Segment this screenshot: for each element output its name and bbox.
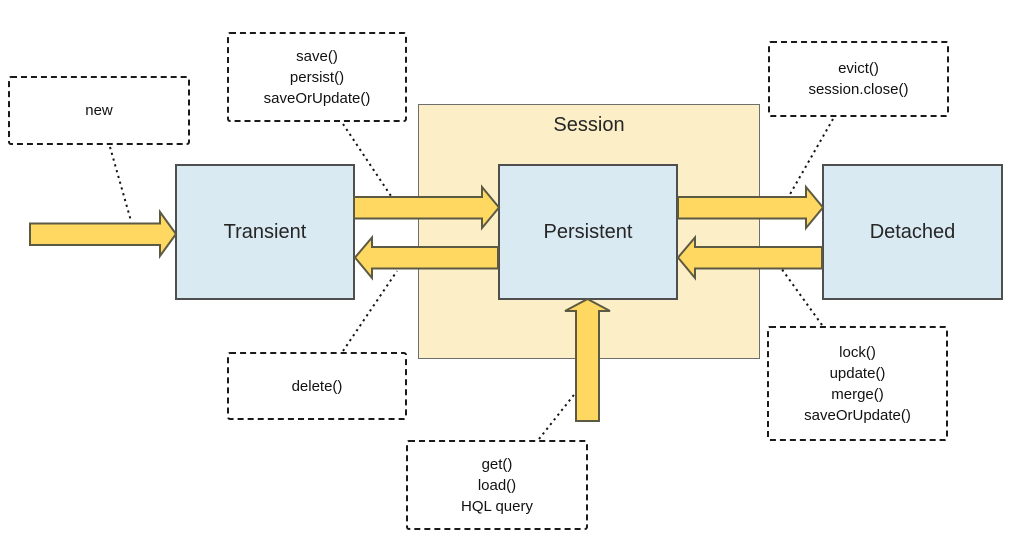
connector-save	[342, 123, 392, 197]
callout-line: persist()	[289, 68, 345, 86]
connector-delete	[342, 270, 398, 352]
state-box-transient: Transient	[175, 164, 355, 300]
callout-line: session.close()	[808, 81, 909, 98]
arrow-persistent-to-transient	[353, 234, 499, 281]
arrow-new-to-transient	[29, 208, 178, 260]
arrow-query-to-persistent	[564, 297, 611, 422]
callout-line: load()	[477, 476, 517, 494]
connector-evict	[788, 118, 834, 197]
session-label: Session	[553, 114, 625, 136]
arrow-persistent-to-detached	[677, 184, 825, 231]
callout-save: save() persist() saveOrUpdate()	[227, 32, 407, 122]
callout-line: update()	[829, 364, 886, 382]
callout-line: HQL query	[461, 497, 533, 515]
callout-line: saveOrUpdate()	[804, 406, 911, 424]
callout-line: lock()	[839, 343, 876, 361]
connector-get	[538, 390, 578, 440]
state-box-detached: Detached	[822, 164, 1003, 300]
callout-line: new	[85, 102, 113, 119]
callout-lock: lock() update() merge() saveOrUpdate()	[767, 326, 948, 441]
connector-lock	[780, 267, 823, 326]
callout-line: get()	[481, 455, 513, 473]
state-label-transient: Transient	[223, 220, 307, 243]
callout-delete: delete()	[227, 352, 407, 420]
callout-line: delete()	[291, 377, 343, 395]
callout-evict: evict() session.close()	[768, 41, 949, 117]
arrow-transient-to-persistent	[353, 184, 501, 231]
callout-line: evict()	[838, 60, 879, 77]
callout-new: new	[8, 76, 190, 145]
connector-new	[109, 146, 132, 222]
callout-get: get() load() HQL query	[406, 440, 588, 530]
callout-line: merge()	[831, 385, 884, 403]
state-box-persistent: Persistent	[498, 164, 678, 300]
state-label-detached: Detached	[869, 220, 956, 243]
state-label-persistent: Persistent	[543, 220, 633, 243]
callout-line: save()	[296, 47, 338, 65]
callout-line: saveOrUpdate()	[263, 89, 371, 107]
arrow-detached-to-persistent	[676, 234, 823, 281]
